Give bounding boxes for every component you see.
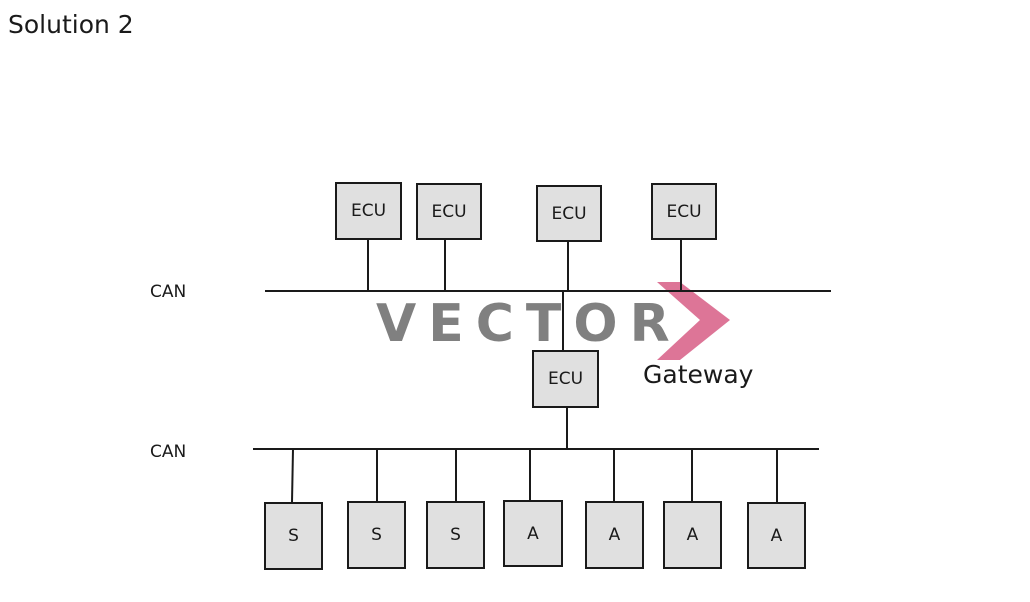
- vector-watermark: VECTOR: [376, 294, 682, 354]
- sensor-node: S: [264, 502, 323, 570]
- sensor-node: S: [426, 501, 485, 569]
- ecu-node: ECU: [416, 183, 482, 240]
- ecu-node: ECU: [651, 183, 717, 240]
- actuator-node: A: [503, 500, 563, 567]
- ecu-node: ECU: [335, 182, 402, 240]
- drop-line: [291, 448, 294, 503]
- gateway-ecu-node: ECU: [532, 350, 599, 408]
- actuator-node: A: [585, 501, 644, 569]
- sensor-node: S: [347, 501, 406, 569]
- bus-label-can-bottom: CAN: [150, 442, 187, 462]
- gateway-label: Gateway: [643, 360, 754, 389]
- ecu-node: ECU: [536, 185, 602, 242]
- vector-chevron-icon: [657, 282, 730, 360]
- page-title: Solution 2: [8, 10, 134, 39]
- actuator-node: A: [747, 502, 806, 569]
- actuator-node: A: [663, 501, 722, 569]
- bus-label-can-top: CAN: [150, 282, 187, 302]
